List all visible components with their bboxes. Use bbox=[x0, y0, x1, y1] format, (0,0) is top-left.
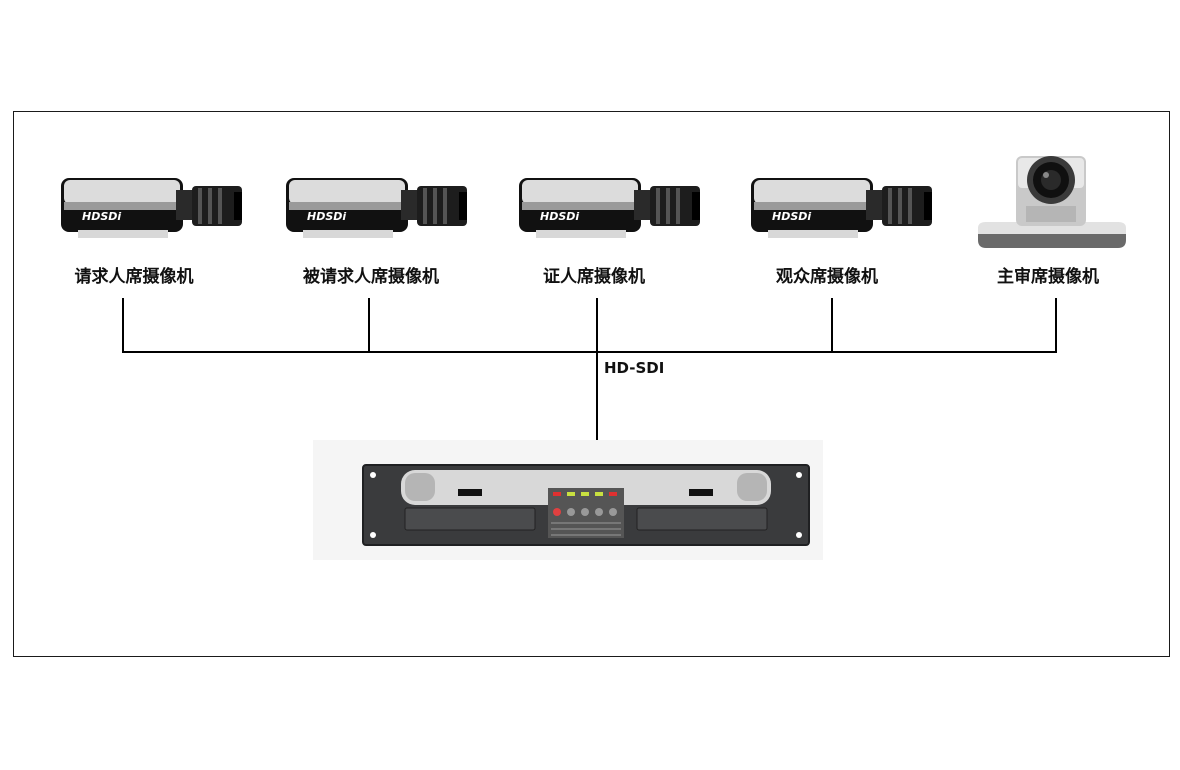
camera-label-5: 主审席摄像机 bbox=[997, 267, 1099, 287]
rack-recorder bbox=[313, 440, 823, 560]
camera-label-1: 请求人席摄像机 bbox=[74, 267, 194, 287]
box-camera-3: HDSDi bbox=[519, 178, 700, 238]
connector-line bbox=[368, 298, 370, 353]
connector-line bbox=[122, 298, 124, 353]
camera-brand: HDSDi bbox=[82, 210, 121, 223]
camera-label-2: 被请求人席摄像机 bbox=[303, 267, 439, 287]
ptz-camera bbox=[978, 156, 1126, 248]
box-camera-4: HDSDi bbox=[751, 178, 932, 238]
bus-line bbox=[122, 351, 1057, 353]
camera-brand: HDSDi bbox=[772, 210, 811, 223]
bus-label: HD-SDI bbox=[604, 359, 665, 377]
camera-brand: HDSDi bbox=[307, 210, 346, 223]
connector-line bbox=[596, 298, 598, 353]
box-camera-1: HDSDi bbox=[61, 178, 242, 238]
camera-brand: HDSDi bbox=[540, 210, 579, 223]
box-camera-2: HDSDi bbox=[286, 178, 467, 238]
trunk-line bbox=[596, 351, 598, 447]
connector-line bbox=[831, 298, 833, 353]
camera-label-3: 证人席摄像机 bbox=[543, 267, 645, 287]
camera-label-4: 观众席摄像机 bbox=[776, 267, 878, 287]
connector-line bbox=[1055, 298, 1057, 353]
